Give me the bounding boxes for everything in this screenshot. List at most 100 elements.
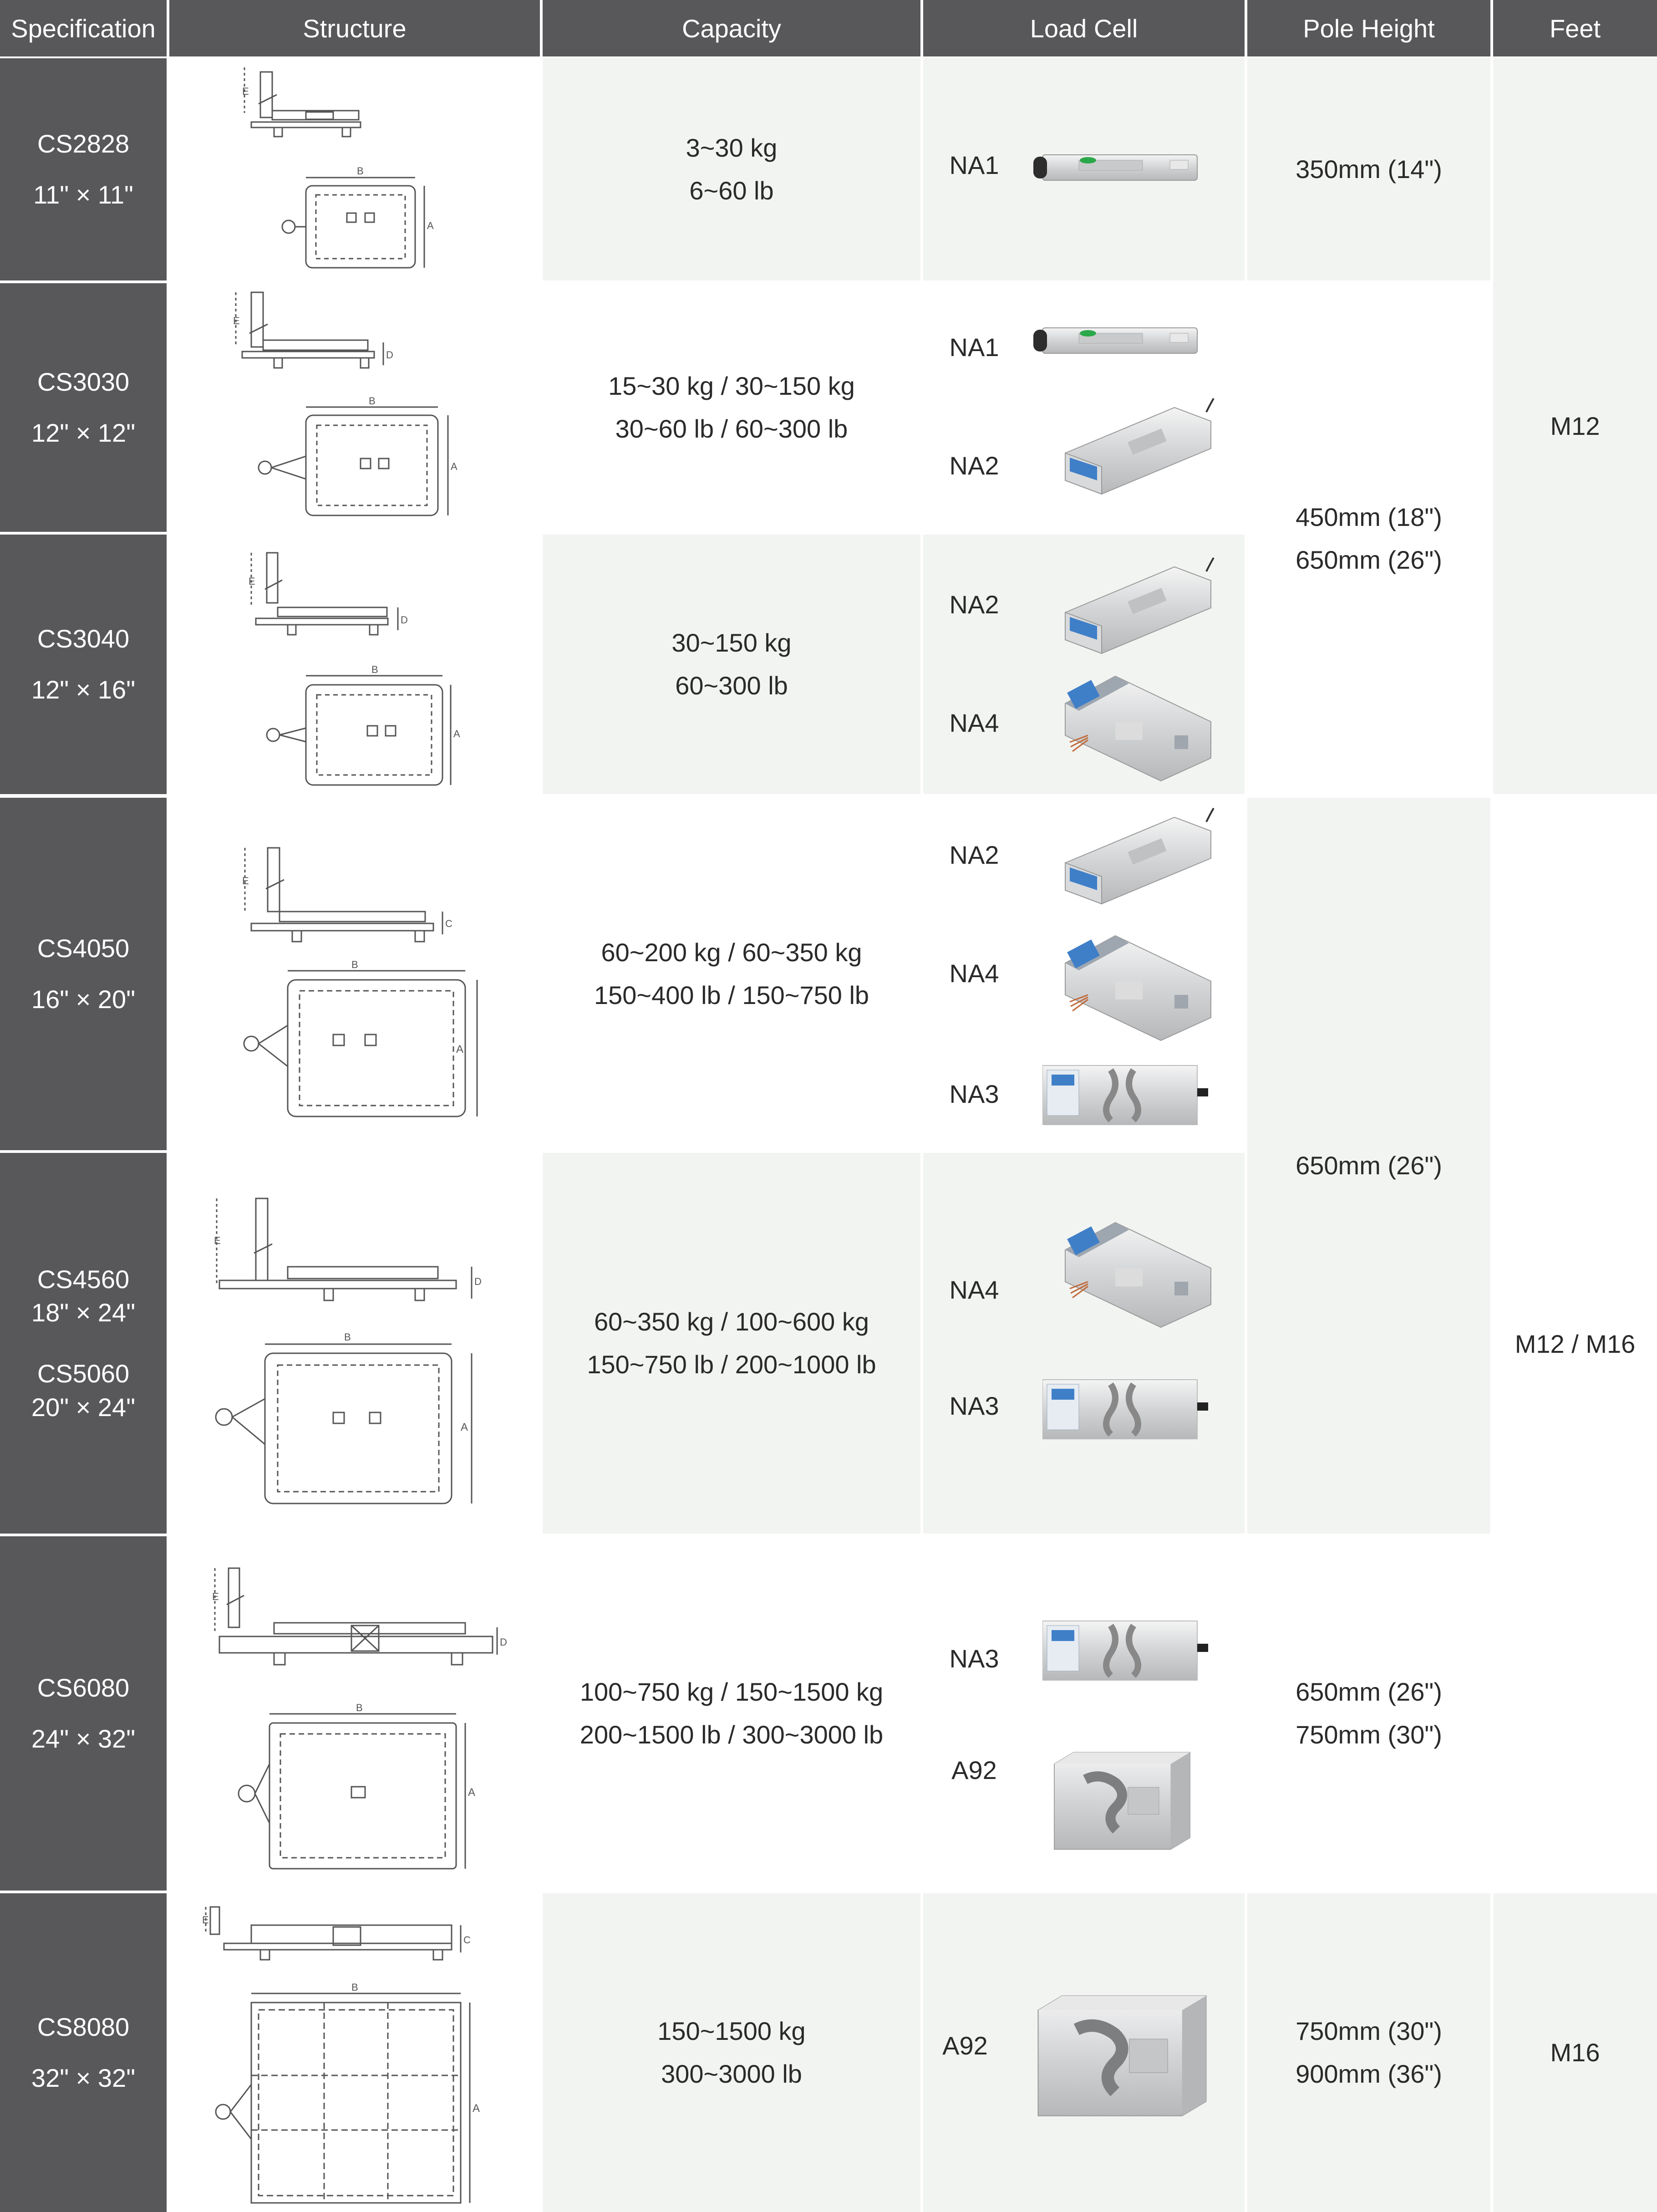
load-cell-cell: [923, 1153, 1245, 1534]
load-cell-item: NA3: [938, 1079, 1011, 1109]
svg-text:B: B: [351, 959, 358, 970]
svg-text:B: B: [357, 165, 364, 177]
load-cell-item: NA2: [938, 840, 1011, 870]
svg-text:E: E: [242, 86, 249, 97]
platform-size: 20" × 24": [31, 1392, 136, 1422]
svg-text:A: A: [456, 1043, 463, 1055]
capacity-cell: 60~350 kg / 100~600 kg 150~750 lb / 200~…: [543, 1153, 920, 1534]
load-cell-item: NA3: [938, 1391, 1011, 1421]
svg-text:A: A: [461, 1421, 468, 1433]
model-name: CS6080: [37, 1673, 130, 1702]
scale-drawing: E C B A: [242, 847, 478, 1117]
svg-text:E: E: [214, 1235, 221, 1246]
svg-text:E: E: [212, 1591, 219, 1602]
pole-height-value: 750mm (30"): [1296, 2017, 1442, 2045]
spec-cell: CS4050 16" × 20": [0, 798, 167, 1150]
spec-cell: CS8080 32" × 32": [0, 1893, 167, 2212]
feet-cell: M12: [1493, 58, 1657, 794]
load-cell-item: NA2: [938, 451, 1011, 480]
flat-load-cell-icon: [1042, 1612, 1211, 1689]
load-cell-item: A92: [929, 2031, 1001, 2060]
model-name: CS5060: [37, 1359, 130, 1388]
capacity-lb: 150~750 lb / 200~1000 lb: [587, 1350, 876, 1379]
single-point-load-cell-wired-icon: [1064, 935, 1212, 1041]
single-point-load-cell-icon: [1064, 398, 1215, 495]
scale-drawing: E B A: [242, 67, 434, 269]
capacity-cell: 30~150 kg 60~300 lb: [543, 535, 920, 794]
pole-height-cell: 650mm (26"): [1247, 798, 1490, 1534]
spec-cell: CS3030 12" × 12": [0, 283, 167, 532]
pole-height-value: 900mm (36"): [1296, 2059, 1442, 2088]
model-name: CS4050: [37, 934, 130, 963]
load-cell-item: A92: [938, 1755, 1011, 1785]
scale-drawing: E D B A: [214, 1198, 482, 1504]
single-point-load-cell-icon: [1064, 807, 1215, 905]
platform-size: 16" × 20": [31, 985, 136, 1014]
single-point-load-cell-small-icon: [1033, 154, 1198, 181]
load-cell-model: NA4: [949, 708, 999, 737]
structure-drawing: E D B A: [169, 283, 540, 532]
capacity-lb: 60~300 lb: [675, 671, 788, 700]
capacity-kg: 60~350 kg / 100~600 kg: [594, 1307, 869, 1336]
pole-height-value: 350mm (14"): [1296, 155, 1442, 183]
structure-drawing: E D B A: [169, 1153, 540, 1534]
load-cell-item: NA4: [938, 958, 1011, 988]
structure-drawing: E D B A: [169, 1536, 540, 1891]
svg-text:A: A: [453, 728, 460, 739]
load-cell-item: NA2: [938, 590, 1011, 619]
svg-text:A: A: [451, 461, 457, 472]
capacity-kg: 3~30 kg: [686, 133, 778, 162]
svg-text:D: D: [474, 1276, 482, 1287]
svg-text:D: D: [386, 349, 393, 361]
spec-cell: CS3040 12" × 16": [0, 535, 167, 794]
header-pole-height: Pole Height: [1247, 0, 1490, 56]
svg-text:B: B: [371, 664, 378, 675]
structure-drawing: E B A: [169, 58, 540, 280]
pole-height-cell: 750mm (30") 900mm (36"): [1247, 1893, 1490, 2212]
pole-height-value: 650mm (26"): [1296, 1677, 1442, 1706]
capacity-cell: 150~1500 kg 300~3000 lb: [543, 1893, 920, 2212]
model-name: CS3040: [37, 624, 130, 653]
scale-drawing: E D B A: [233, 291, 457, 516]
platform-size: 12" × 12": [31, 418, 136, 447]
capacity-lb: 150~400 lb / 150~750 lb: [594, 981, 869, 1009]
header-specification: Specification: [0, 0, 167, 56]
platform-size: 12" × 16": [31, 675, 136, 704]
load-cell-item: NA3: [938, 1644, 1011, 1673]
load-cell-model: NA4: [949, 1275, 999, 1304]
heavy-load-cell-icon: [1033, 1990, 1211, 2122]
pole-height-value: 650mm (26"): [1296, 1151, 1442, 1180]
platform-size: 11" × 11": [33, 180, 133, 209]
svg-text:A: A: [468, 1786, 475, 1799]
header-structure: Structure: [169, 0, 540, 56]
structure-drawing: E D B A: [169, 535, 540, 794]
feet-cell: M12 / M16: [1493, 798, 1657, 1891]
pole-height-cell: 450mm (18") 650mm (26"): [1247, 283, 1490, 794]
load-cell-item: NA1: [938, 332, 1011, 362]
svg-text:E: E: [202, 1914, 209, 1926]
capacity-kg: 100~750 kg / 150~1500 kg: [579, 1677, 884, 1706]
pole-height-cell: 350mm (14"): [1247, 58, 1490, 280]
structure-drawing: E C B A: [169, 798, 540, 1150]
svg-text:C: C: [445, 918, 452, 929]
capacity-lb: 30~60 lb / 60~300 lb: [615, 414, 848, 443]
pole-height-value: 650mm (26"): [1296, 545, 1442, 574]
platform-size: 32" × 32": [31, 2064, 136, 2092]
single-point-load-cell-icon: [1064, 557, 1215, 654]
load-cell-model: NA3: [949, 1391, 999, 1420]
single-point-load-cell-wired-icon: [1064, 1222, 1212, 1328]
capacity-cell: 100~750 kg / 150~1500 kg 200~1500 lb / 3…: [543, 1536, 920, 1891]
model-name: CS4560: [37, 1264, 130, 1294]
load-cell-item: NA4: [938, 1275, 1011, 1305]
model-name: CS2828: [37, 129, 130, 158]
load-cell-model: A92: [942, 2031, 988, 2060]
svg-text:B: B: [369, 395, 376, 407]
capacity-cell: 60~200 kg / 60~350 kg 150~400 lb / 150~7…: [543, 798, 920, 1150]
svg-text:C: C: [463, 1934, 471, 1946]
scale-drawing: E D B A: [212, 1567, 507, 1870]
feet-value: M12: [1550, 412, 1600, 440]
svg-text:D: D: [401, 614, 408, 626]
svg-text:A: A: [427, 220, 434, 231]
load-cell-model: NA2: [949, 590, 999, 619]
load-cell-item: NA4: [938, 708, 1011, 738]
